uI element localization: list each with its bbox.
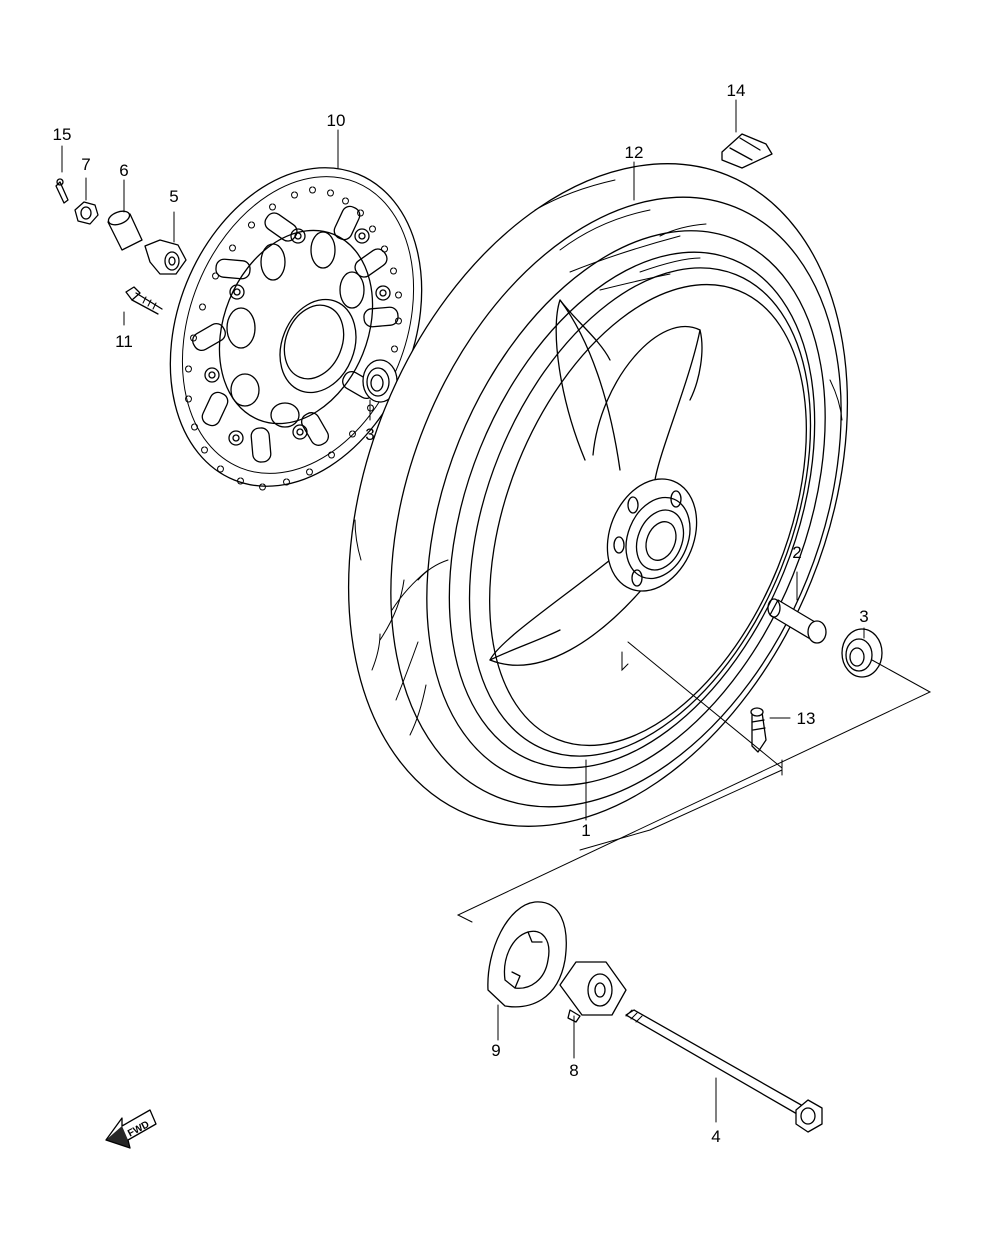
- fwd-arrow-icon: FWD: [105, 1109, 157, 1149]
- disc-collar: [144, 239, 187, 275]
- wheel-and-tire: [347, 163, 849, 827]
- callout-13: 13: [797, 709, 816, 728]
- callout-6: 6: [119, 161, 128, 180]
- disc-sleeve: [107, 210, 143, 251]
- wheel-bearing-upper: [362, 359, 398, 403]
- callout-11: 11: [115, 332, 133, 351]
- callout-labels: 1 2 3 3 4 5 6 7 8 9 10 11 12 13 14 15: [53, 81, 869, 1146]
- leader-lines: [61, 99, 865, 1123]
- collar-spacer: [767, 598, 827, 644]
- callout-3-right: 3: [859, 607, 868, 626]
- callout-4: 4: [711, 1127, 720, 1146]
- dust-seal-plate: [487, 901, 567, 1008]
- assembly-lines: [456, 641, 932, 923]
- callout-2: 2: [792, 543, 801, 562]
- disc-bolt: [125, 286, 163, 315]
- cotter-pin: [55, 178, 69, 204]
- callout-10: 10: [327, 111, 346, 130]
- front-axle: [625, 1009, 823, 1133]
- callout-12: 12: [625, 143, 644, 162]
- callout-8: 8: [569, 1061, 578, 1080]
- callout-5: 5: [169, 187, 178, 206]
- callout-3-upper: 3: [365, 425, 374, 444]
- axle-nut: [74, 201, 99, 225]
- wheel-bearing-right: [841, 628, 883, 678]
- callout-14: 14: [727, 81, 746, 100]
- callout-7: 7: [81, 155, 90, 174]
- tire-valve: [750, 707, 767, 753]
- brake-disc: [169, 167, 423, 491]
- callout-9: 9: [491, 1041, 500, 1060]
- callout-15: 15: [53, 125, 72, 144]
- balancer-weight: [721, 133, 773, 169]
- callout-1: 1: [581, 821, 590, 840]
- axle-spacer: [559, 961, 627, 1023]
